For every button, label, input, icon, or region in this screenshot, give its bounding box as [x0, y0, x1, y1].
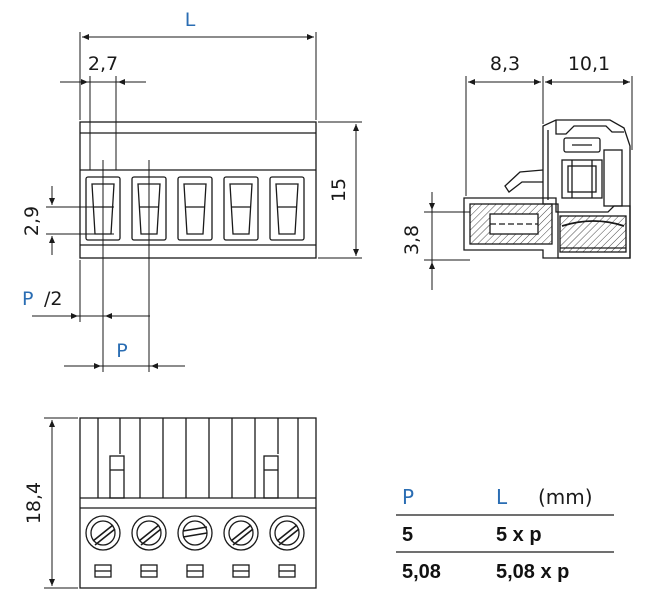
side-depth-rear-label: 10,1: [568, 53, 610, 75]
size-table: P L (mm) 5 5 x p 5,08 5,08 x p: [396, 485, 614, 583]
side-pin-receptacle: [463, 197, 631, 259]
wire-entries: [94, 564, 296, 578]
table-header-p: P: [402, 485, 414, 509]
side-view: [463, 119, 631, 259]
window-height-label: 2,9: [21, 206, 43, 236]
side-clamp-block: [561, 159, 603, 199]
plan-latch-right: [263, 455, 279, 499]
table-header-unit: (mm): [538, 485, 593, 509]
front-body-outline: [79, 121, 317, 259]
screw-terminal: [85, 515, 121, 551]
screw-terminal: [223, 515, 259, 551]
plan-latch-left: [109, 455, 125, 499]
side-screw-head: [563, 137, 601, 153]
table-header-l: L: [496, 485, 508, 509]
contact-window: [223, 176, 259, 241]
plan-view: [79, 417, 317, 589]
half-pitch-label: P: [22, 288, 33, 310]
front-dimension-labels: L 2,7 2,9 15 P /2 P: [21, 9, 350, 362]
contact-window: [177, 176, 213, 241]
table-cell-p: 5,08: [402, 561, 441, 583]
plan-dimension-lines: [44, 417, 78, 589]
side-dimension-labels: 8,3 10,1 3,8: [401, 53, 610, 255]
pin-height-label: 3,8: [401, 225, 423, 255]
front-view: [79, 121, 317, 259]
screw-terminal: [131, 515, 167, 551]
contact-windows: [85, 176, 305, 241]
total-height-label: 18,4: [23, 482, 45, 524]
contact-window: [269, 176, 305, 241]
height-label: 15: [328, 178, 350, 202]
plan-body-outline: [79, 417, 317, 589]
contact-width-label: 2,7: [88, 53, 118, 75]
side-latch: [504, 169, 544, 193]
screw-terminal: [269, 515, 305, 551]
screw-terminals: [85, 515, 305, 551]
half-pitch-suffix: /2: [44, 288, 63, 310]
side-depth-front-label: 8,3: [490, 53, 520, 75]
screw-terminal: [177, 515, 213, 551]
front-dimension-lines: [32, 32, 362, 372]
table-cell-l: 5,08 x p: [496, 561, 569, 583]
length-label: L: [185, 9, 196, 31]
table-cell-l: 5 x p: [496, 524, 542, 546]
table-cell-p: 5: [402, 524, 413, 546]
pitch-label: P: [116, 340, 127, 362]
plan-ribs: [97, 418, 299, 498]
side-dimension-lines: [424, 76, 633, 290]
